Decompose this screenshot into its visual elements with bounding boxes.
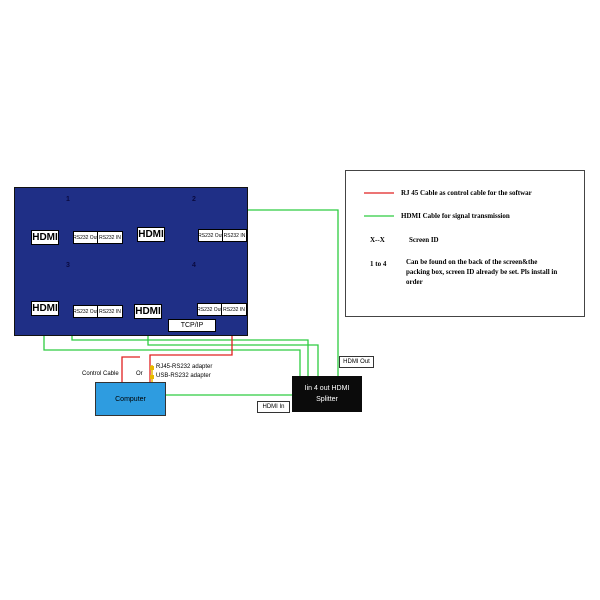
screen-id-4: 4 [192, 262, 196, 269]
rj45-adapter-label: RJ45-RS232 adapter [156, 364, 213, 370]
screen-id-3: 3 [66, 262, 70, 269]
screen-2-hdmi-port: HDMI [137, 227, 165, 242]
legend-red-label: RJ 45 Cable as control cable for the sof… [401, 189, 532, 197]
hdmi-splitter-box: Iin 4 out HDMI Splitter [292, 376, 362, 412]
screen-4-rs232-out: RS232 Out [197, 303, 222, 316]
hdmi-in-label: HDMI In [257, 401, 290, 413]
screen-2-rs232-in: RS232 IN [222, 229, 247, 242]
control-cable-label: Control Cable [82, 371, 119, 377]
legend-green-label: HDMI Cable for signal transmission [401, 212, 510, 220]
legend-box: RJ 45 Cable as control cable for the sof… [345, 170, 585, 317]
screen-1-hdmi-port: HDMI [31, 230, 59, 245]
tcp-ip-label: TCP/IP [168, 319, 216, 332]
legend-range-symbol: 1 to 4 [370, 260, 387, 268]
screen-1-rs232-in: RS232 IN [97, 231, 123, 244]
screen-4-rs232-in: RS232 IN [221, 303, 247, 316]
screen-4-hdmi-port: HDMI [134, 304, 162, 319]
legend-xx-text: Screen ID [409, 236, 439, 244]
screen-1-rs232-out: RS232 Out [73, 231, 98, 244]
usb-adapter-icon [150, 375, 154, 379]
screen-3-rs232-out: RS232 Out [73, 305, 98, 318]
usb-adapter-label: USB-RS232 adapter [156, 373, 211, 379]
splitter-title: Iin 4 out HDMI [304, 385, 350, 392]
rj45-adapter-icon [150, 366, 154, 370]
screen-id-1: 1 [66, 196, 70, 203]
screen-2-rs232-out: RS232 Out [198, 229, 223, 242]
hdmi-out-label: HDMI Out [339, 356, 374, 368]
screen-id-2: 2 [192, 196, 196, 203]
legend-xx-symbol: X--X [370, 236, 385, 244]
splitter-subtitle: Splitter [316, 396, 338, 403]
legend-range-text: Can be found on the back of the screen&t… [406, 258, 558, 286]
control-cable-computer [121, 356, 140, 382]
screen-3-hdmi-port: HDMI [31, 301, 59, 316]
screen-3-rs232-in: RS232 IN [97, 305, 123, 318]
or-label: Or [136, 371, 143, 377]
computer-box: Computer [95, 382, 166, 416]
